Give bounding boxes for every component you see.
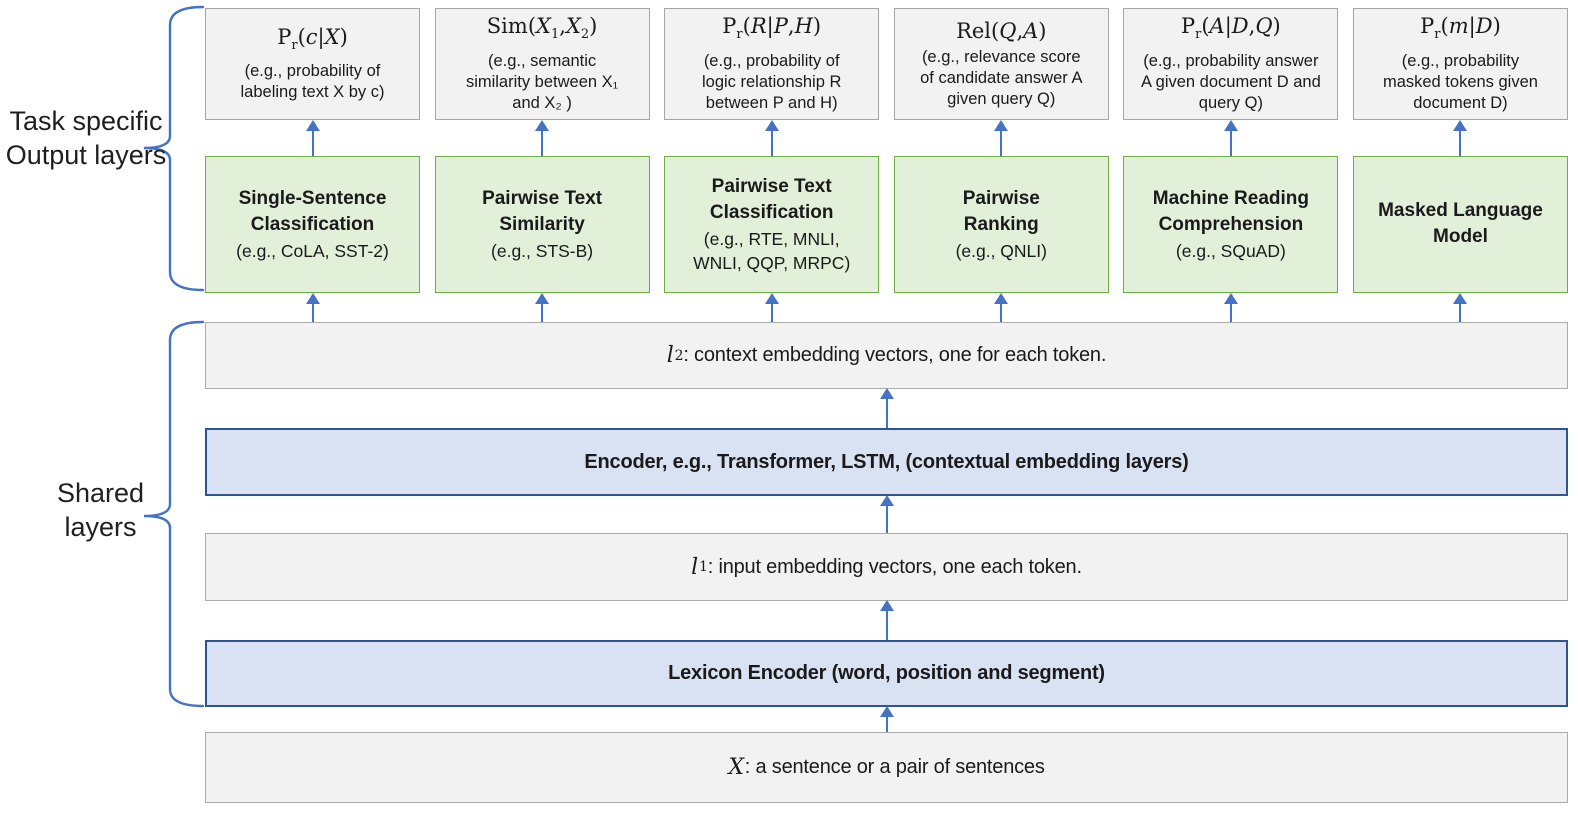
up-arrow-icon (879, 706, 895, 732)
output-formula: Rel(Q,A) (956, 18, 1047, 43)
up-arrow-icon (1223, 120, 1239, 156)
encoder-text: Encoder, e.g., Transformer, LSTM, (conte… (584, 450, 1189, 473)
task-specific-brace (143, 5, 205, 292)
left-braces (143, 5, 205, 708)
up-arrow-icon (305, 120, 321, 156)
up-arrow-icon (534, 293, 550, 322)
up-arrow-icon (1452, 120, 1468, 156)
task-specific-label-line1: Task specific (9, 106, 163, 136)
task-example: (e.g., CoLA, SST-2) (236, 241, 389, 261)
up-arrow-icon (879, 495, 895, 533)
shared-label-line1: Shared (56, 478, 145, 508)
l1-text: : input embedding vectors, one each toke… (707, 555, 1082, 578)
x-var: X (728, 755, 744, 780)
layer-encoder: Encoder, e.g., Transformer, LSTM, (conte… (205, 428, 1568, 496)
shared-layers-brace (143, 320, 205, 708)
task-example: (e.g., QNLI) (955, 241, 1047, 261)
up-arrow-icon (764, 293, 780, 322)
l1-subscript: 1 (699, 559, 708, 575)
task-specific-output-layers-label: Task specific Output layers (0, 104, 172, 172)
output-formula: Pr(c|X) (277, 24, 348, 54)
l2-text: : context embedding vectors, one for eac… (683, 344, 1107, 366)
output-formula: Pr(m|D) (1420, 14, 1501, 43)
up-arrow-icon (879, 388, 895, 428)
task-specific-label-line2: Output layers (5, 140, 167, 170)
output-formula: Pr(A|D,Q) (1180, 14, 1281, 43)
output-formula: Pr(R|P,H) (722, 14, 822, 43)
task-example: (e.g., RTE, MNLI,WNLI, QQP, MRPC) (693, 229, 851, 273)
up-arrow-icon (305, 293, 321, 322)
x-text: : a sentence or a pair of sentences (744, 756, 1045, 778)
output-formula: Sim(X1,X2) (486, 14, 598, 43)
lexicon-encoder-text: Lexicon Encoder (word, position and segm… (668, 662, 1105, 684)
l2-subscript: 2 (674, 347, 684, 364)
input-x-sentence: X: a sentence or a pair of sentences (205, 732, 1568, 803)
up-arrow-icon (993, 120, 1009, 156)
task-example: (e.g., SQuAD) (1175, 241, 1286, 261)
l1-var: l (691, 554, 699, 580)
up-arrow-icon (993, 293, 1009, 322)
l2-var: l (666, 343, 674, 368)
up-arrow-icon (1223, 293, 1239, 322)
layer-lexicon-encoder: Lexicon Encoder (word, position and segm… (205, 640, 1568, 707)
up-arrow-icon (764, 120, 780, 156)
up-arrow-icon (1452, 293, 1468, 322)
up-arrow-icon (534, 120, 550, 156)
task-example: (e.g., STS-B) (491, 241, 594, 261)
up-arrow-icon (879, 600, 895, 640)
shared-label-line2: layers (64, 512, 137, 542)
shared-layers-label: Shared layers (28, 476, 173, 544)
